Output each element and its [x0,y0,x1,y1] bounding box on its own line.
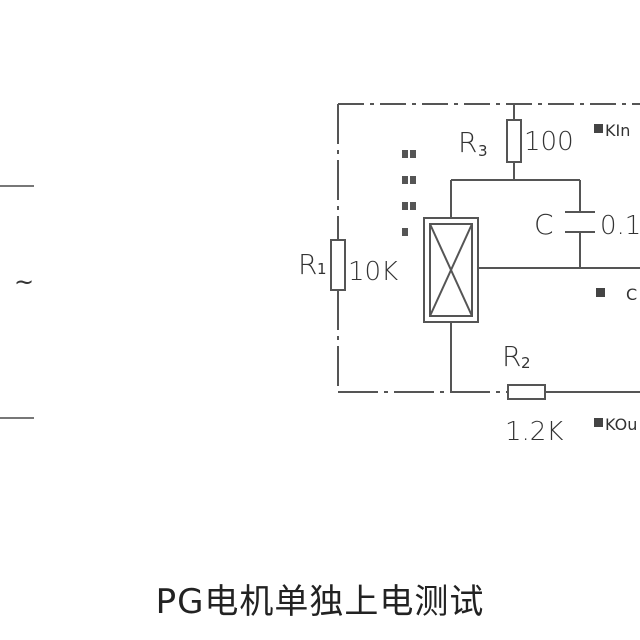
r1-value: 10K [348,257,398,287]
r3-value: 100 [524,127,574,157]
terminal-c-mark [596,288,605,297]
terminal-in-mark [594,124,603,133]
resistor-r2 [507,384,546,400]
wires [337,103,640,393]
r3-label: R [458,126,477,159]
terminal-c-label: C [626,285,637,304]
resistor-r3 [506,119,522,163]
r1-sub: 1 [317,260,327,278]
ac-symbol: ~ [14,268,34,296]
r3-sub: 3 [478,142,488,160]
diagram-caption: PG电机单独上电测试 [155,582,485,622]
r2-value: 1.2K [505,417,563,447]
relay-annotation [402,150,416,236]
terminal-in-label: KIn [605,121,630,140]
c-label: C [534,208,554,241]
r2-label: R [502,340,521,373]
r1-label: R [298,248,317,281]
ac-source-lines [0,185,34,419]
terminal-out-mark [594,418,603,427]
relay-coil [423,217,479,323]
r2-sub: 2 [521,354,531,372]
terminal-out-label: KOu [605,415,637,434]
capacitor-c [565,211,595,233]
resistor-r1 [330,239,346,291]
c-value: 0.1 [600,211,640,241]
